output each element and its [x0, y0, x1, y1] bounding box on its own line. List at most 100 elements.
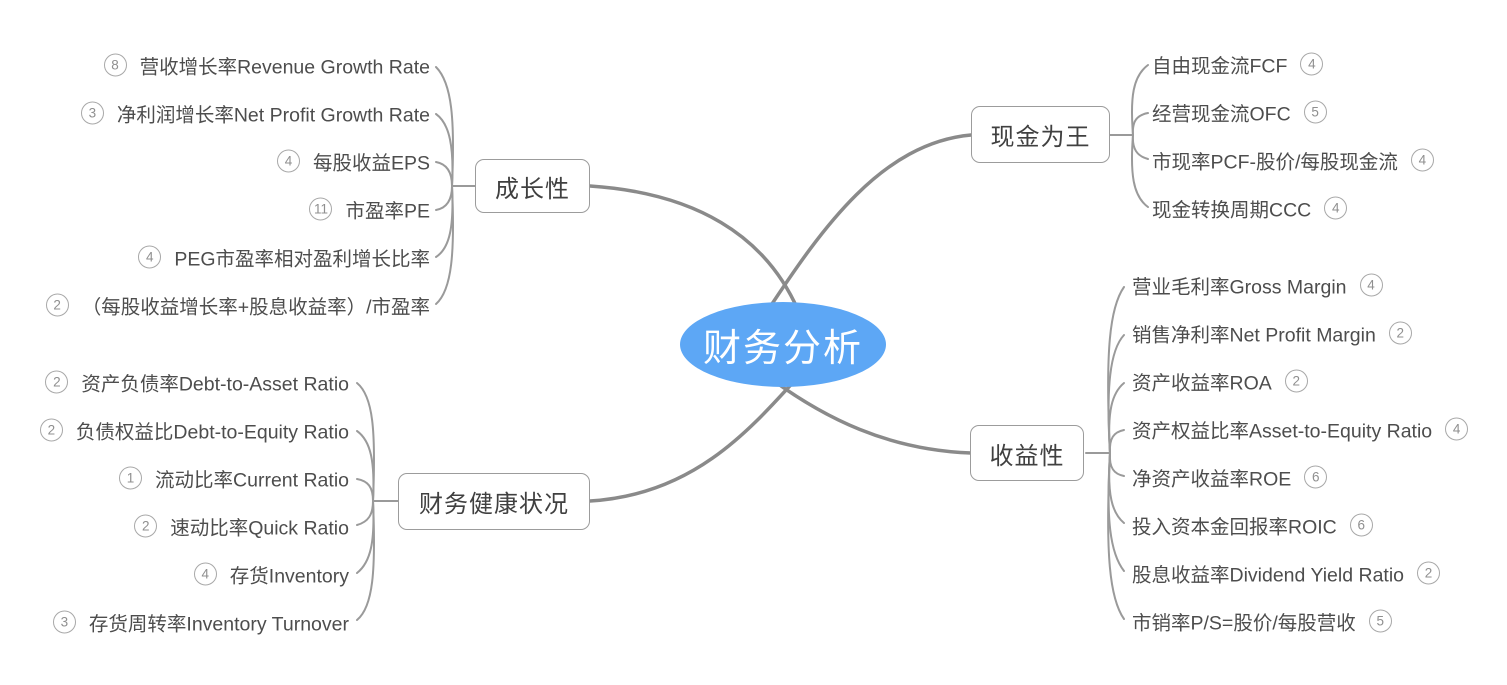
- edge-center-health: [588, 376, 799, 503]
- edge-profit-5: [1108, 452, 1125, 477]
- topic-label: 资产权益比率Asset-to-Equity Ratio: [1132, 420, 1433, 443]
- profit-item-5[interactable]: 净资产收益率ROE 6: [1132, 463, 1328, 492]
- growth-item-1[interactable]: 8 营收增长率Revenue Growth Rate: [103, 51, 430, 80]
- cash-item-2[interactable]: 经营现金流OFC 5: [1152, 98, 1327, 127]
- count-badge: 4: [1300, 52, 1324, 76]
- health-item-2[interactable]: 2 负债权益比Debt-to-Equity Ratio: [39, 416, 349, 445]
- edge-health-3: [356, 478, 374, 502]
- edge-center-cash: [766, 133, 973, 312]
- topic-label: 市销率P/S=股价/每股营收: [1132, 612, 1356, 635]
- count-badge: 3: [80, 101, 104, 125]
- profit-item-8[interactable]: 市销率P/S=股价/每股营收 5: [1132, 607, 1392, 636]
- branch-cash[interactable]: 现金为王: [971, 106, 1110, 163]
- topic-label: 营业毛利率Gross Margin: [1132, 276, 1347, 299]
- count-badge: 6: [1349, 513, 1373, 537]
- count-badge: 2: [39, 418, 63, 442]
- growth-item-5[interactable]: 4 PEG市盈率相对盈利增长比率: [138, 243, 430, 272]
- count-badge: 6: [1304, 465, 1328, 489]
- topic-label: （每股收益增长率+股息收益率）/市盈率: [81, 296, 430, 319]
- topic-label: 存货周转率Inventory Turnover: [88, 613, 349, 636]
- cash-item-4[interactable]: 现金转换周期CCC 4: [1152, 194, 1348, 223]
- edge-center-profit: [768, 376, 973, 455]
- profit-item-6[interactable]: 投入资本金回报率ROIC 6: [1132, 511, 1373, 540]
- branch-profit[interactable]: 收益性: [970, 425, 1084, 481]
- edge-cash-4: [1130, 134, 1149, 208]
- edge-growth-6: [435, 185, 455, 305]
- topic-label: 市现率PCF-股价/每股现金流: [1152, 151, 1398, 174]
- topic-label: 股息收益率Dividend Yield Ratio: [1132, 564, 1405, 587]
- profit-item-7[interactable]: 股息收益率Dividend Yield Ratio 2: [1132, 559, 1441, 588]
- topic-label: 销售净利率Net Profit Margin: [1132, 324, 1376, 347]
- profit-item-3[interactable]: 资产收益率ROA 2: [1132, 367, 1308, 396]
- edge-health-2: [356, 430, 375, 502]
- branch-growth-label: 成长性: [495, 175, 570, 203]
- count-badge: 4: [1410, 148, 1434, 172]
- edge-cash-3: [1131, 134, 1149, 160]
- edge-profit-8: [1107, 452, 1125, 620]
- count-badge: 4: [193, 562, 217, 586]
- edge-growth-2: [435, 113, 454, 187]
- profit-item-1[interactable]: 营业毛利率Gross Margin 4: [1132, 271, 1383, 300]
- branch-growth[interactable]: 成长性: [475, 159, 590, 213]
- count-badge: 4: [1445, 417, 1469, 441]
- edge-growth-4: [435, 185, 453, 211]
- count-badge: 4: [276, 149, 300, 173]
- count-badge: 4: [1324, 196, 1348, 220]
- edge-profit-4: [1108, 429, 1125, 454]
- branch-health[interactable]: 财务健康状况: [398, 473, 590, 530]
- count-badge: 2: [134, 514, 158, 538]
- health-item-5[interactable]: 4 存货Inventory: [193, 560, 349, 589]
- health-item-3[interactable]: 1 流动比率Current Ratio: [119, 464, 349, 493]
- count-badge: 4: [1359, 273, 1383, 297]
- topic-label: 每股收益EPS: [312, 152, 430, 175]
- edge-health-6: [356, 500, 376, 621]
- topic-label: 营收增长率Revenue Growth Rate: [139, 56, 430, 79]
- count-badge: 2: [1417, 561, 1441, 585]
- topic-label: 净利润增长率Net Profit Growth Rate: [116, 104, 430, 127]
- topic-label: 投入资本金回报率ROIC: [1132, 516, 1337, 539]
- cash-leaf-connectors: [1109, 64, 1149, 208]
- growth-item-2[interactable]: 3 净利润增长率Net Profit Growth Rate: [80, 99, 430, 128]
- topic-label: 现金转换周期CCC: [1152, 199, 1312, 222]
- count-badge: 3: [52, 610, 76, 634]
- count-badge: 8: [103, 53, 127, 77]
- main-branch-connectors: [588, 133, 973, 503]
- count-badge: 2: [1388, 321, 1412, 345]
- topic-label: 资产负债率Debt-to-Asset Ratio: [81, 373, 349, 396]
- count-badge: 1: [119, 466, 143, 490]
- topic-label: 自由现金流FCF: [1152, 55, 1288, 78]
- edge-profit-3: [1108, 382, 1125, 454]
- profit-item-2[interactable]: 销售净利率Net Profit Margin 2: [1132, 319, 1412, 348]
- profit-item-4[interactable]: 资产权益比率Asset-to-Equity Ratio 4: [1132, 415, 1469, 444]
- edge-cash-2: [1131, 112, 1149, 136]
- branch-profit-label: 收益性: [989, 442, 1065, 470]
- topic-label: 资产收益率ROA: [1132, 372, 1272, 395]
- topic-label: 净资产收益率ROE: [1132, 468, 1292, 491]
- topic-label: 市盈率PE: [345, 200, 430, 223]
- count-badge: 4: [138, 245, 162, 269]
- edge-center-growth: [588, 184, 800, 312]
- health-item-4[interactable]: 2 速动比率Quick Ratio: [134, 512, 349, 541]
- edge-cash-1: [1130, 64, 1149, 136]
- health-item-6[interactable]: 3 存货周转率Inventory Turnover: [52, 608, 349, 637]
- health-item-1[interactable]: 2 资产负债率Debt-to-Asset Ratio: [45, 368, 349, 397]
- growth-leaf-connectors: [435, 66, 476, 305]
- central-topic[interactable]: 财务分析: [680, 302, 886, 387]
- count-badge: 2: [45, 370, 69, 394]
- topic-label: 存货Inventory: [229, 565, 349, 588]
- cash-item-1[interactable]: 自由现金流FCF 4: [1152, 50, 1324, 79]
- cash-item-3[interactable]: 市现率PCF-股价/每股现金流 4: [1152, 146, 1434, 175]
- count-badge: 5: [1368, 609, 1392, 633]
- growth-item-6[interactable]: 2 （每股收益增长率+股息收益率）/市盈率: [45, 291, 430, 320]
- count-badge: 11: [309, 197, 333, 221]
- topic-label: 速动比率Quick Ratio: [170, 517, 349, 540]
- edge-health-4: [356, 500, 374, 526]
- branch-health-label: 财务健康状况: [419, 491, 569, 518]
- edge-growth-1: [435, 66, 455, 187]
- growth-item-4[interactable]: 11 市盈率PE: [309, 195, 430, 224]
- branch-cash-label: 现金为王: [990, 124, 1091, 151]
- growth-item-3[interactable]: 4 每股收益EPS: [276, 147, 430, 176]
- count-badge: 2: [1284, 369, 1308, 393]
- topic-label: 负债权益比Debt-to-Equity Ratio: [75, 421, 349, 444]
